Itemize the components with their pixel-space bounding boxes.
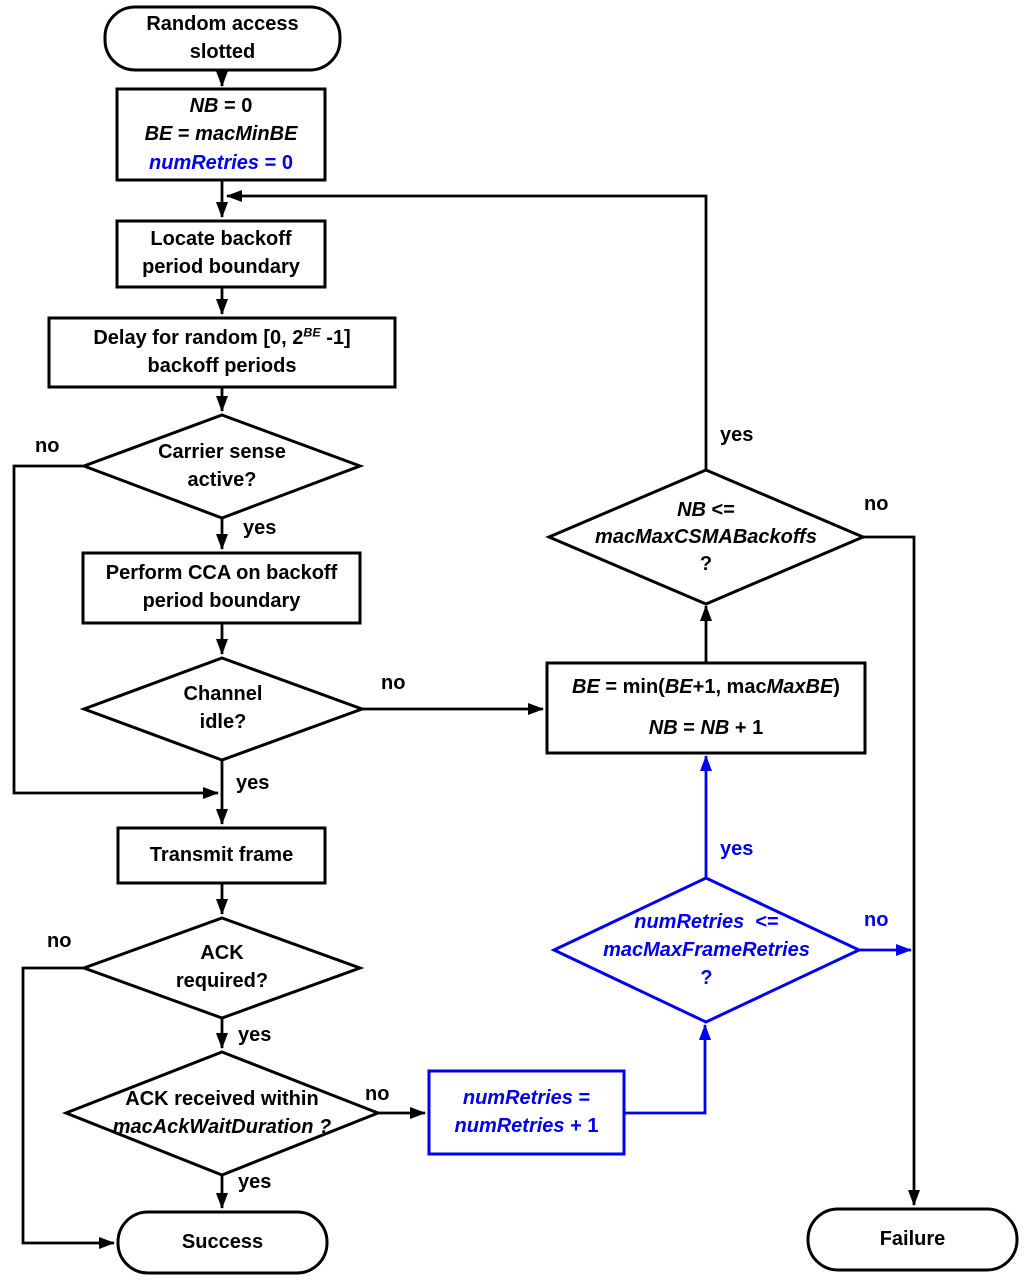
node-failure-shape: [806, 1207, 1019, 1272]
node-retry-check-decision-shape: [550, 876, 863, 1024]
node-transmit-shape: [116, 826, 327, 885]
node-init-shape: [115, 87, 327, 182]
node-be-update-shape: [545, 661, 867, 755]
node-delay-shape: [47, 316, 397, 389]
node-channel-decision-shape: [79, 656, 367, 762]
node-ack-required-decision-shape: [79, 916, 365, 1020]
node-start-shape: [103, 5, 342, 72]
edge-ackrequired-no-to-success: [21, 966, 115, 1249]
node-ack-received-decision-shape: [61, 1050, 383, 1177]
edge-carrier-no: [12, 464, 219, 799]
edge-nbcheck-yes-loop: [226, 190, 708, 470]
node-success-shape: [116, 1210, 329, 1275]
node-retry-update-shape: [427, 1069, 626, 1156]
edge-retryupdate-to-retrycheck: [624, 1024, 711, 1115]
edge-nbcheck-no-to-failure: [863, 535, 920, 1206]
node-nb-check-decision-shape: [545, 468, 867, 606]
node-locate-shape: [115, 219, 327, 289]
node-cca-shape: [81, 551, 362, 625]
node-carrier-decision-shape: [79, 413, 365, 520]
